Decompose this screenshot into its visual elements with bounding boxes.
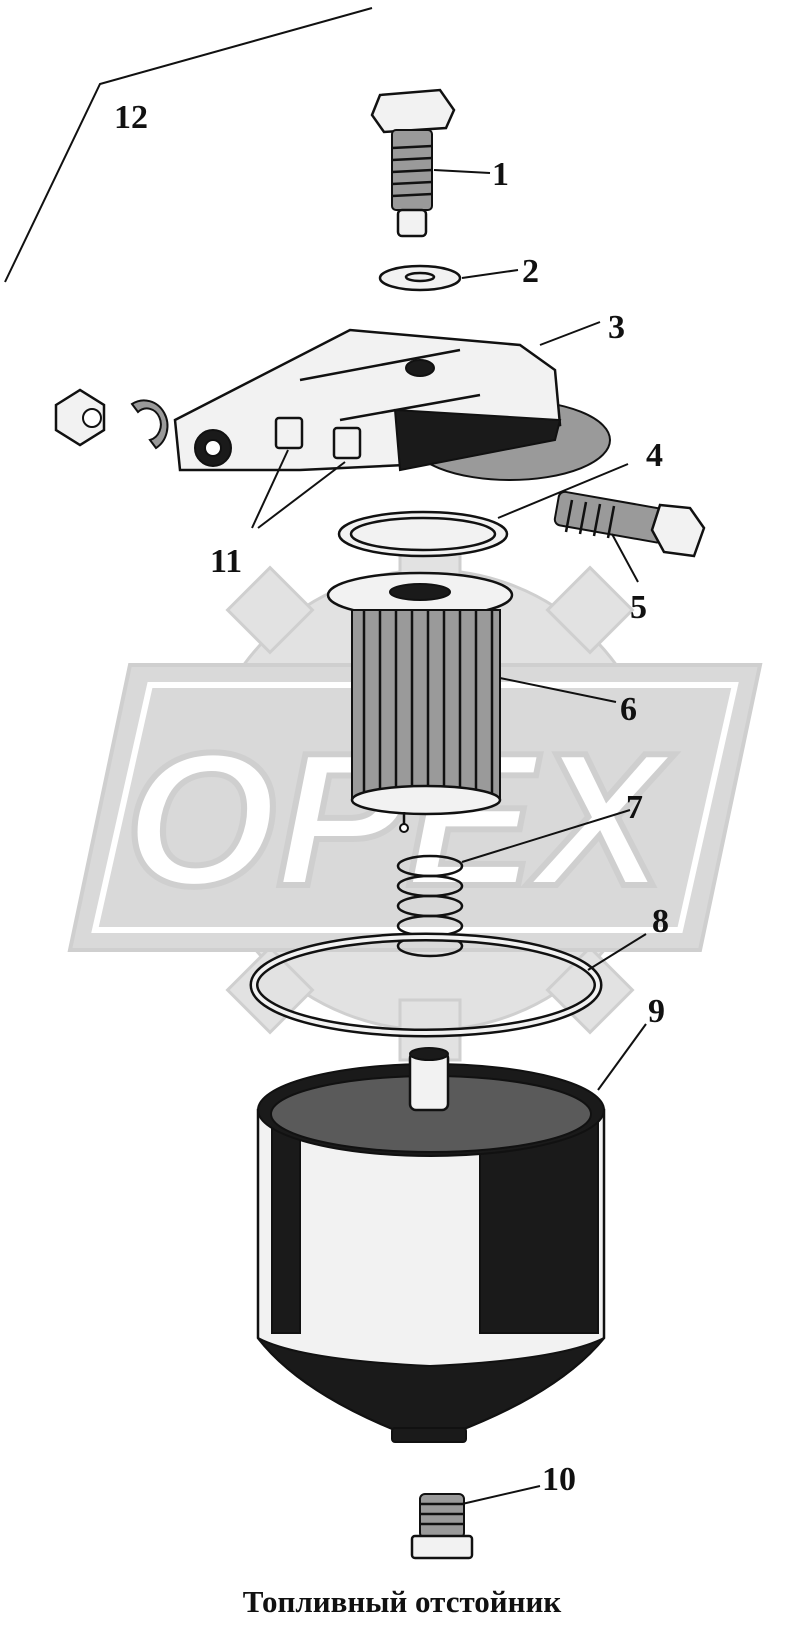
callout-leaders	[433, 169, 647, 1505]
part-1-bolt	[370, 88, 456, 238]
callout-11: 11	[210, 543, 242, 580]
callout-12: 12	[114, 99, 148, 136]
watermark-frame-inner	[91, 682, 739, 933]
callout-9: 9	[648, 993, 665, 1030]
nut-and-lock-washer	[54, 388, 169, 450]
part-4-gasket	[337, 510, 509, 558]
callout-4: 4	[646, 437, 663, 474]
part-2-washer	[378, 264, 462, 292]
callout-1: 1	[492, 156, 509, 193]
callout-7: 7	[626, 789, 643, 826]
callout-6: 6	[620, 691, 637, 728]
callout-8: 8	[652, 903, 669, 940]
diagram-caption: Топливный отстойник	[243, 1584, 562, 1619]
part-5-bolt	[553, 490, 706, 558]
part-10-drain-plug	[410, 1493, 474, 1560]
part-8-o-ring	[249, 932, 603, 1038]
part-3-cover	[173, 328, 611, 481]
callout-labels: 1 2 3 4 5 6 7 8 9 10 11 12	[114, 99, 669, 1498]
callout-10: 10	[542, 1461, 576, 1498]
part-9-bowl	[256, 1047, 606, 1443]
part-11-fittings	[251, 416, 362, 529]
callout-5: 5	[630, 589, 647, 626]
part-6-filter-element	[326, 571, 514, 833]
callout-2: 2	[522, 253, 539, 290]
watermark-logo: OPEX	[67, 538, 763, 1062]
callout-3: 3	[608, 309, 625, 346]
part-12-leader	[4, 7, 373, 283]
